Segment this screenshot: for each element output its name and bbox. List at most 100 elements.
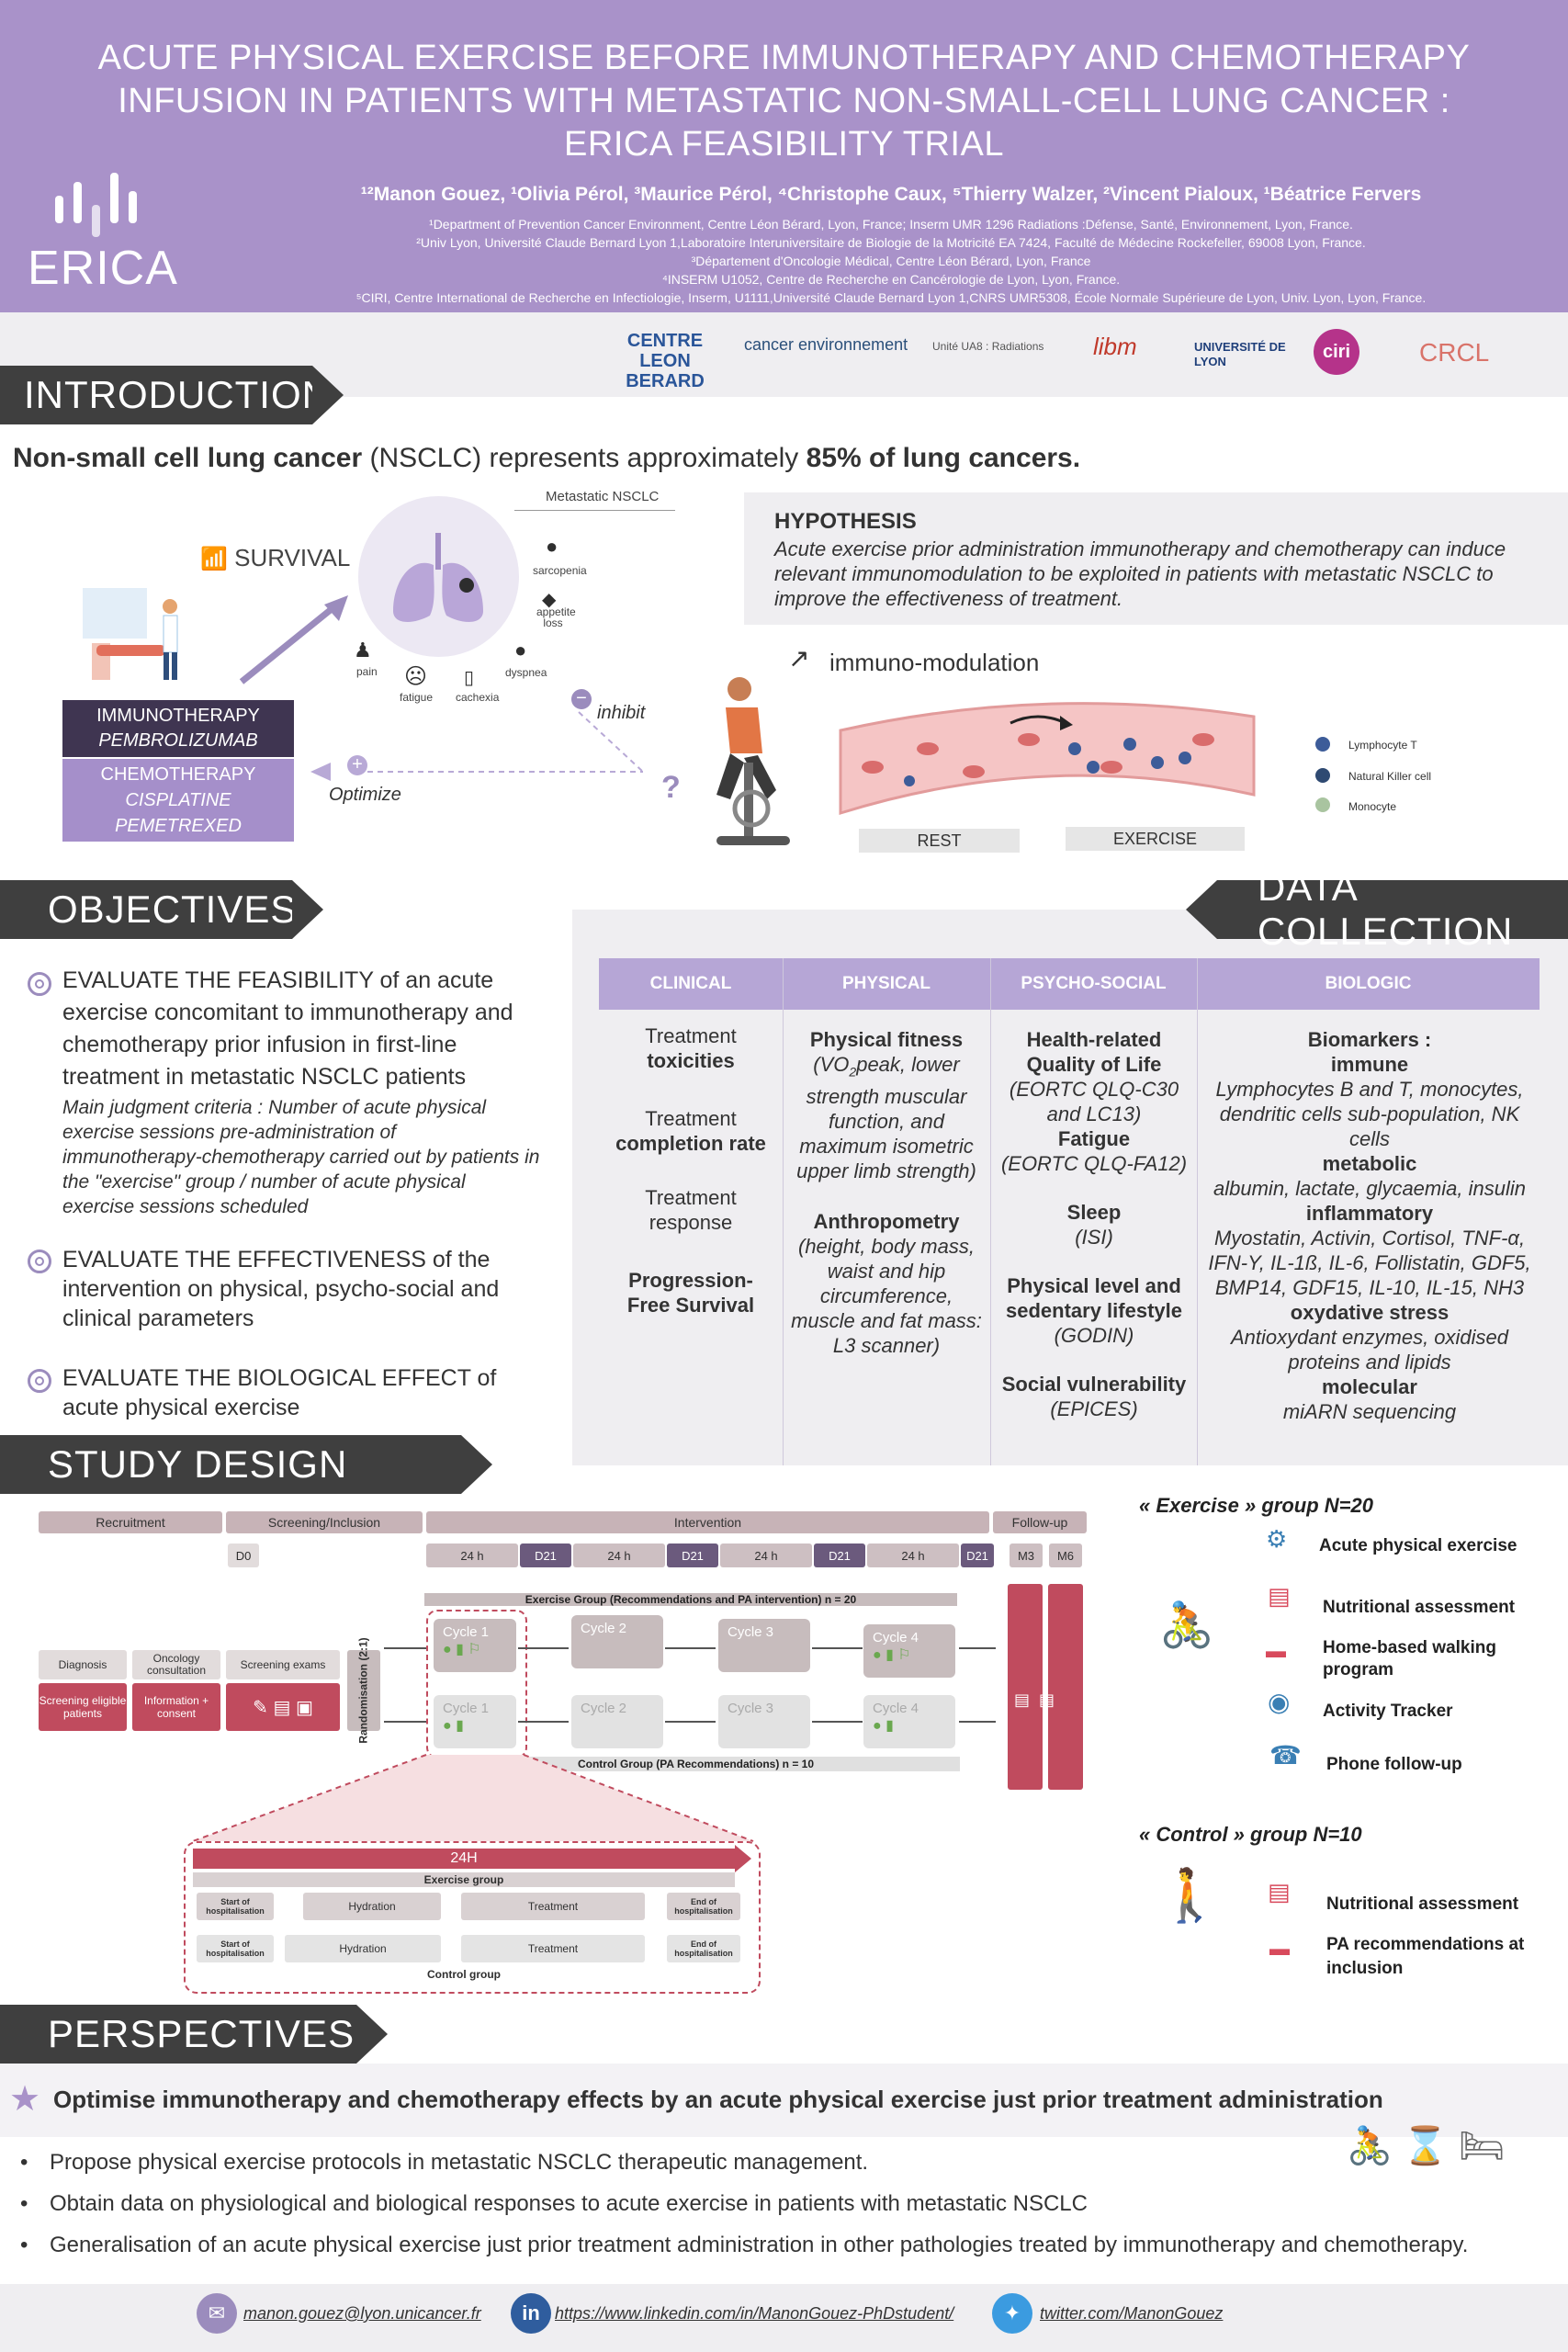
dc-col-clinical-header: CLINICAL [649,974,732,993]
cycle-4-control: Cycle 4● ▮ [863,1695,955,1748]
nutrition-icon: ▤ [1268,1582,1291,1610]
logo-universite-lyon: UNIVERSITÉ DE LYON [1194,340,1286,368]
bio-inflammatory-detail: Myostatin, Activin, Cortisol, TNF-α, IFN… [1208,1227,1531,1299]
zoom-ex-treatment: Treatment [461,1893,645,1920]
zoom-ex-end: End of hospitalisation [667,1893,740,1920]
plus-icon: + [347,755,367,775]
pain-icon: ♟ [354,639,372,662]
psycho-sleep-title: Sleep [1066,1201,1122,1224]
logo-crcl: CRCL [1419,338,1490,367]
optimize-label: Optimize [329,785,401,805]
affiliations: ¹Department of Prevention Cancer Environ… [276,215,1506,307]
twitter-icon: ✦ [992,2293,1032,2334]
rest-label: REST [859,829,1020,853]
day-m3: M3 [1010,1544,1043,1567]
cycle-2-exercise: Cycle 2 [571,1615,663,1668]
clinical-completion-a: Treatment [645,1107,737,1130]
erica-logo-icon [55,173,137,237]
box-screening-eligible: Screening eligible patients [39,1683,127,1731]
eg-acute-exercise: Acute physical exercise [1319,1536,1517,1555]
bike-icon: ⚙ [1266,1525,1288,1553]
zoom-ex-start: Start of hospitalisation [197,1893,274,1920]
nk-cell-icon [1315,768,1330,783]
monocyte-label: Monocyte [1348,800,1397,813]
linkedin-icon: in [511,2293,551,2334]
blood-vessel [839,702,1256,816]
flow-arrows [384,1647,996,1723]
perspective-bullet-1: Propose physical exercise protocols in m… [20,2150,868,2176]
apple-icon-4: ● ▮ ⚐ [873,1647,911,1663]
objective-1-icon [28,972,51,996]
bio-molecular-detail: miARN sequencing [1282,1400,1457,1423]
fitness-detail-sub: 2 [849,1064,857,1080]
intro-lead: Non-small cell lung cancer (NSCLC) repre… [13,443,1080,474]
objective-2-lead: EVALUATE THE EFFECTIVENESS [62,1247,426,1272]
box-screening-exams: Screening exams [226,1650,340,1679]
zoom-exercise-label: Exercise group [193,1872,735,1887]
bio-metabolic-detail: albumin, lactate, glycaemia, insulin [1213,1177,1526,1200]
dc-divider-3 [1197,958,1198,1465]
physical-anthro-detail: (height, body mass, waist and hip circum… [791,1235,982,1358]
perspective-bullet-3: Generalisation of an acute physical exer… [20,2233,1468,2258]
email-icon: ✉ [197,2293,237,2334]
cycle-2-control: Cycle 2 [571,1695,663,1748]
cycle-1-exercise: Cycle 1● ▮ ⚐ [434,1619,516,1672]
psycho-fatigue-detail: (EORTC QLQ-FA12) [1000,1152,1188,1175]
linkedin-link[interactable]: https://www.linkedin.com/in/ManonGouez-P… [555,2304,954,2323]
dc-divider-2 [990,958,991,1465]
cg-nutritional: Nutritional assessment [1326,1894,1519,1914]
affiliation-3: ³Département d'Oncologie Médical, Centre… [691,254,1091,268]
symptom-fatigue: fatigue [400,691,434,704]
clinical-toxicities-b: toxicities [647,1049,735,1072]
monocyte-icon [1315,797,1330,812]
watch-icon: ◉ [1268,1688,1291,1716]
lymphocyte-icon [1315,737,1330,752]
physical-fitness-detail: (VO2peak, lower strength muscular functi… [788,1052,985,1183]
immunotherapy-box: IMMUNOTHERAPY PEMBROLIZUMAB [62,700,294,757]
perspective-bullet-2-text: Obtain data on physiological and biologi… [50,2191,1088,2216]
fitness-detail-post: peak, lower strength muscular function, … [796,1053,976,1183]
syringe-icon: ✎ [253,1697,268,1718]
zoom-24h-arrowhead [735,1845,751,1872]
day-24h-3: 24 h [720,1544,812,1567]
symptom-dyspnea: dyspnea [505,666,547,679]
zoom-control-label: Control group [427,1968,501,1981]
zoom-24h-label: 24H [450,1850,478,1866]
poster-title: ACUTE PHYSICAL EXERCISE BEFORE IMMUNOTHE… [0,37,1568,166]
bar-chart-icon: 📶 [200,547,228,571]
zoom-ctrl-start: Start of hospitalisation [197,1935,274,1962]
star-icon: ★ [9,2080,41,2119]
zoom-ex-hydration: Hydration [303,1893,441,1920]
objective-2-rest: of the intervention on physical, psycho-… [62,1247,500,1331]
phase-screening: Screening/Inclusion [226,1511,423,1533]
day-d21-4: D21 [961,1544,994,1567]
study-design-heading: STUDY DESIGN [0,1435,492,1494]
psycho-social-detail: (EPICES) [1050,1397,1138,1420]
title-line-1: ACUTE PHYSICAL EXERCISE BEFORE IMMUNOTHE… [97,39,1471,77]
dyspnea-icon: ● [514,639,527,662]
objective-1-text: EVALUATE THE FEASIBILITY of an acute exe… [62,965,549,1093]
objective-1-rest: of an acute exercise concomitant to immu… [62,967,513,1090]
intro-lead-bold1: Non-small cell lung cancer [13,443,363,473]
exercise-group-bar: Exercise Group (Recommendations and PA i… [424,1593,957,1606]
question-mark-icon: ? [661,770,681,805]
patient-illustration [83,588,178,680]
cycle-3-control-label: Cycle 3 [728,1701,774,1716]
clinical-response-b: response [649,1211,733,1234]
symptom-appetite: appetite loss [536,605,576,629]
biologic-title: Biomarkers : [1307,1028,1432,1051]
day-24h-4: 24 h [867,1544,959,1567]
erica-logo-text: ERICA [28,242,178,295]
logo-cancer-environnement: cancer environnement [744,335,908,354]
box-screening-icons: ✎ ▤ ▣ [226,1683,340,1731]
lymphocyte-label: Lymphocyte T [1348,739,1417,752]
chat-icon: ▣ [295,1697,313,1718]
twitter-link[interactable]: twitter.com/ManonGouez [1040,2304,1224,2323]
fitness-detail-pre: (VO [813,1053,850,1076]
affiliation-4: ⁴INSERM U1052, Centre de Recherche en Ca… [661,272,1121,287]
authors: ¹²Manon Gouez, ¹Olivia Pérol, ³Maurice P… [360,184,1422,205]
email-link[interactable]: manon.gouez@lyon.unicancer.fr [243,2304,481,2323]
intro-lead-bold2: 85% of lung cancers. [806,443,1081,473]
hypothesis-text: Acute exercise prior administration immu… [774,537,1506,610]
box-diagnosis: Diagnosis [39,1650,127,1679]
